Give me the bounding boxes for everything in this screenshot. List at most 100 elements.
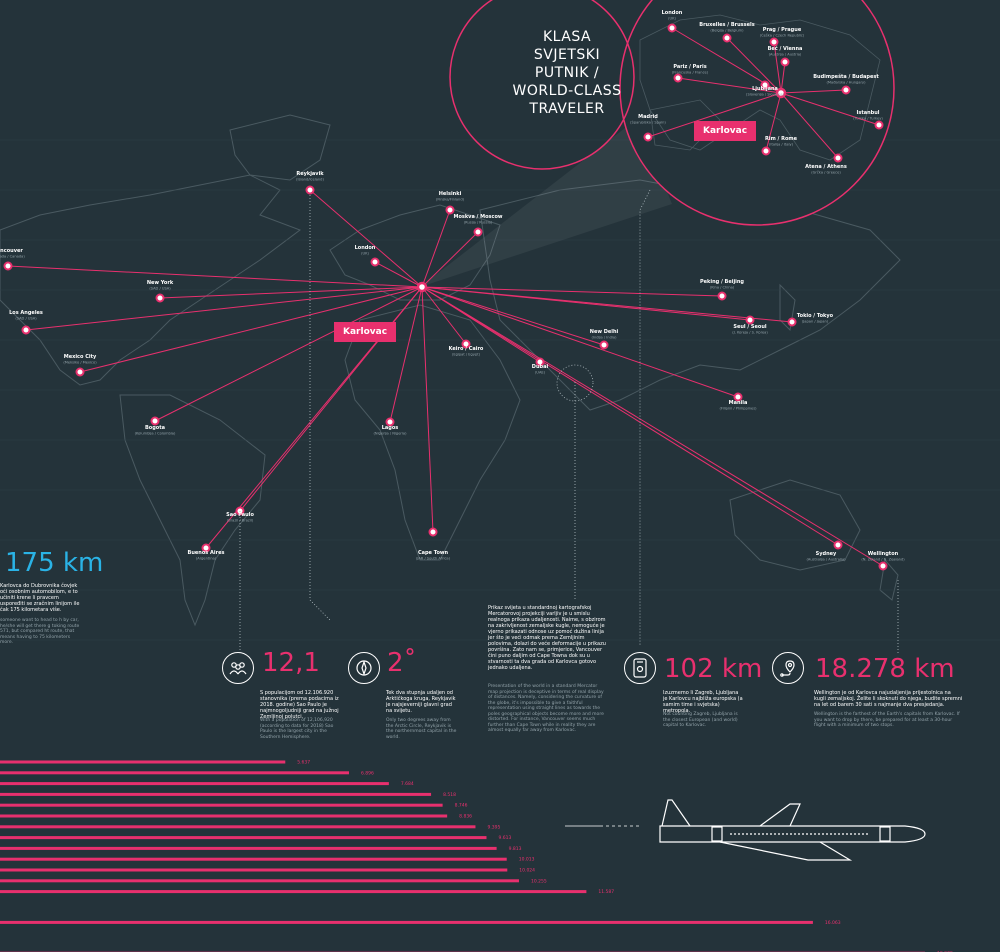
inset-city-name: Beč / Vienna xyxy=(768,45,803,52)
city-marker xyxy=(201,543,211,553)
stat-population-value: 12,1 xyxy=(262,648,320,678)
inset-city-marker xyxy=(760,80,770,90)
city-name: Tokio / Tokyo xyxy=(797,313,834,319)
city-marker xyxy=(445,205,455,215)
distance-bar xyxy=(0,836,487,840)
city-country: (Nigerija / Nigeria) xyxy=(373,432,407,436)
distance-bar-label: 8.518 xyxy=(443,792,456,798)
inset-route-line xyxy=(726,37,782,94)
distance-bar-label: 7.684 xyxy=(401,781,414,787)
route-line xyxy=(421,286,434,533)
distance-bar-label: 9.813 xyxy=(509,846,522,852)
inset-city-marker xyxy=(769,37,779,47)
distance-bar-label: 9.395 xyxy=(487,824,500,830)
distance-bar xyxy=(0,890,587,894)
inset-beam xyxy=(420,118,672,287)
inset-route-line xyxy=(677,77,782,94)
route-line xyxy=(421,286,739,398)
city-country: (SAD / USA) xyxy=(149,287,171,291)
map-graticule xyxy=(0,139,1000,641)
inset-route-line xyxy=(780,89,847,94)
distance-bar-label: 6.896 xyxy=(361,770,374,776)
distance-bar xyxy=(0,782,389,786)
city-country: (J. Koreja / S. Korea) xyxy=(732,331,768,335)
city-country: (Island/Iceland) xyxy=(296,178,324,182)
city-name: Seul / Seoul xyxy=(733,324,767,330)
city-country: (N. Zeland / N. Zealand) xyxy=(861,558,905,562)
inset-city-country: (Italija / Italy) xyxy=(769,143,794,147)
inset-city-name: Ljubljana xyxy=(752,86,778,92)
inset-city-marker xyxy=(643,132,653,142)
distance-bar xyxy=(0,814,448,818)
inset-city-country: (UK) xyxy=(668,17,676,21)
japan xyxy=(779,283,796,332)
city-marker xyxy=(428,527,438,537)
inset-city-marker xyxy=(667,23,677,33)
inset-city-name: Madrid xyxy=(638,114,658,120)
distance-bar-label: 10.024 xyxy=(519,868,535,874)
people-icon xyxy=(222,652,254,684)
route-line xyxy=(309,189,423,288)
city-country: (Japan / Japan) xyxy=(802,320,829,324)
stat-population-hr: S populacijom od 12.106.920 stanovnika (… xyxy=(260,690,339,720)
stat-18278-hr: Wellington je od Karlovca najudaljenija … xyxy=(814,690,963,708)
inset-labels: London(UK)Bruxelles / Brussels(Belgija /… xyxy=(630,10,883,175)
origin-marker xyxy=(416,281,428,293)
city-name: Moskva / Moscow xyxy=(453,214,502,220)
inset-city-country: (Grčka / Greece) xyxy=(811,171,841,175)
inset-route-line xyxy=(780,92,880,126)
city-marker xyxy=(75,367,85,377)
distance-bar-label: 8.746 xyxy=(455,803,468,809)
airplane-icon xyxy=(565,799,926,861)
city-country: (Egipat / Egypt) xyxy=(452,353,481,357)
inset-markers xyxy=(643,23,884,163)
inset-city-marker xyxy=(833,153,843,163)
inset-city-marker xyxy=(722,33,732,43)
headline-line: PUTNIK / xyxy=(534,65,600,81)
city-country: (Argentina) xyxy=(196,557,217,561)
distance-bar-chart: 5.6376.8967.6848.5188.7468.8369.3959.613… xyxy=(0,760,953,952)
city-name: Lagos xyxy=(382,425,399,431)
inset-route-line xyxy=(780,92,839,159)
distance-bar-label: 16.063 xyxy=(825,920,841,926)
stat-102-hr: Izuzmemo li Zagreb, Ljubljana je Karlovc… xyxy=(663,690,743,714)
city-country: (Meksiko / Mexico) xyxy=(63,361,97,365)
city-country: (UK) xyxy=(361,252,369,256)
stat-18278-value: 18.278 km xyxy=(815,654,955,684)
inset-city-name: Budimpešta / Budapest xyxy=(813,73,879,80)
route-line xyxy=(421,286,723,297)
distance-bar xyxy=(0,846,497,850)
inset-city-country: (Turska / Turkey) xyxy=(853,117,883,121)
city-name: Buenos Aires xyxy=(188,550,225,556)
city-marker xyxy=(535,357,545,367)
distance-bar xyxy=(0,771,349,775)
route-line xyxy=(25,286,423,331)
city-marker xyxy=(599,340,609,350)
inset-city-country: (Belgija / Belgium) xyxy=(710,29,744,33)
city-marker xyxy=(385,417,395,427)
route-line xyxy=(154,286,423,422)
inset-city-name: Rim / Rome xyxy=(765,136,798,142)
city-marker xyxy=(473,227,483,237)
city-name: Manila xyxy=(729,400,748,406)
city-name: Los Angeles xyxy=(9,310,43,316)
city-name: Mexico City xyxy=(64,354,97,360)
south-america xyxy=(119,394,266,627)
stat-175-en: someone want to head to h by car, he/she… xyxy=(0,618,80,645)
route-line xyxy=(421,286,605,346)
inset-city-name: Atena / Athens xyxy=(805,164,847,170)
city-country: (JAR / South Africa) xyxy=(416,557,451,561)
city-marker xyxy=(3,261,13,271)
city-marker xyxy=(878,561,888,571)
city-marker xyxy=(370,257,380,267)
distance-bar xyxy=(0,792,432,796)
headline-line: TRAVELER xyxy=(529,101,605,117)
route-line xyxy=(159,286,423,299)
city-marker xyxy=(461,339,471,349)
city-marker xyxy=(833,540,843,550)
distance-bar xyxy=(0,803,443,807)
route-line xyxy=(421,286,884,567)
title-circle xyxy=(449,0,635,170)
city-markers xyxy=(3,185,888,571)
